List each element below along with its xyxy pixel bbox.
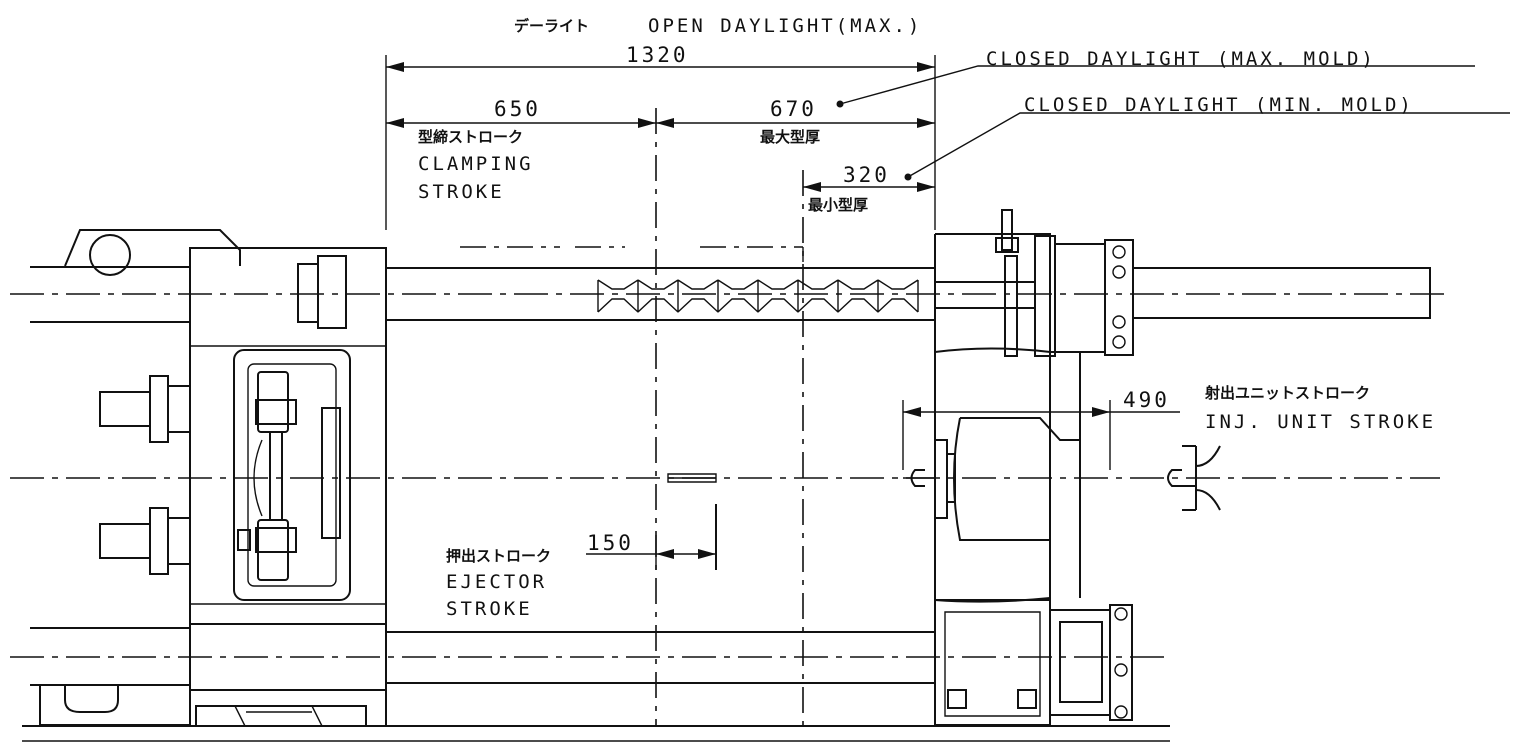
max-mold-jp: 最大型厚 bbox=[760, 128, 820, 146]
clamping-stroke-jp: 型締ストローク bbox=[418, 128, 523, 146]
clamping-stroke-line2: STROKE bbox=[418, 181, 505, 203]
inj-unit-stroke-label: INJ. UNIT STROKE bbox=[1205, 411, 1436, 433]
tie-bars bbox=[30, 267, 935, 690]
ejector-rod bbox=[668, 474, 716, 570]
fixed-platen bbox=[903, 234, 1132, 726]
dim-150: 150 bbox=[587, 531, 634, 555]
injection-assembly bbox=[935, 210, 1430, 510]
inj-unit-stroke-jp: 射出ユニットストローク bbox=[1204, 384, 1370, 402]
base-frame bbox=[22, 726, 1170, 741]
bellows-path bbox=[598, 280, 918, 312]
dim-650: 650 bbox=[494, 97, 541, 121]
clamping-stroke-line1: CLAMPING bbox=[418, 153, 534, 175]
labels: デーライト OPEN DAYLIGHT(MAX.) 1320 CLOSED DA… bbox=[418, 15, 1436, 620]
clamp-cylinders bbox=[100, 376, 190, 574]
open-daylight-jp: デーライト bbox=[514, 17, 589, 35]
ejector-stroke-line2: STROKE bbox=[446, 598, 533, 620]
rear-platen bbox=[190, 248, 386, 726]
ejector-stroke-line1: EJECTOR bbox=[446, 571, 547, 593]
closed-daylight-min-label: CLOSED DAYLIGHT (MIN. MOLD) bbox=[1024, 94, 1414, 116]
dim-490: 490 bbox=[1123, 388, 1170, 412]
tie-bar-bellows bbox=[598, 280, 918, 312]
moving-platen-ghost bbox=[460, 247, 803, 262]
ejector-stroke-jp: 押出ストローク bbox=[446, 547, 551, 565]
dim-1320: 1320 bbox=[626, 43, 689, 67]
closed-daylight-max-label: CLOSED DAYLIGHT (MAX. MOLD) bbox=[986, 48, 1376, 70]
min-mold-jp: 最小型厚 bbox=[808, 196, 868, 214]
dimension-lines bbox=[386, 55, 1510, 570]
lower-hinge bbox=[40, 685, 190, 725]
dim-670: 670 bbox=[770, 97, 817, 121]
upper-hinge bbox=[65, 230, 240, 275]
open-daylight-label: OPEN DAYLIGHT(MAX.) bbox=[648, 15, 922, 37]
dim-320: 320 bbox=[843, 163, 890, 187]
